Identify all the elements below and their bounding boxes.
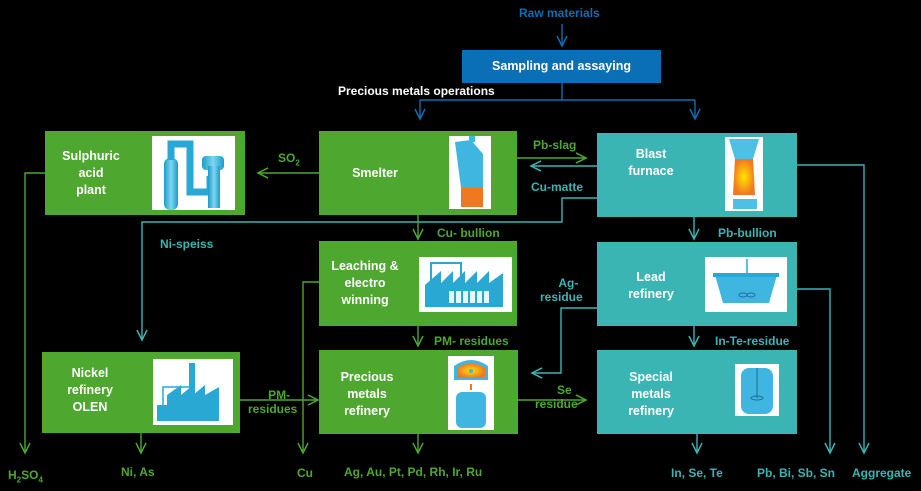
flow-label-cu-matte: Cu-matte xyxy=(531,180,584,194)
node-sulphuric-acid-plant[interactable]: Sulphuric acid plant xyxy=(45,131,245,215)
label-line: plant xyxy=(76,183,106,197)
label-line: Blast xyxy=(635,147,667,161)
factory-icon xyxy=(419,257,512,312)
flow-label-cu-bullion: Cu- bullion xyxy=(437,226,500,240)
label-line: refinery xyxy=(67,383,113,397)
label-line: winning xyxy=(341,293,389,307)
output-in-se-te: In, Se, Te xyxy=(671,466,723,480)
output-ni-as: Ni, As xyxy=(121,465,155,479)
flow-label-pm-residues-nickel: PM- residues xyxy=(248,388,298,416)
label-line: Nickel xyxy=(71,366,109,380)
arrow-ni-speiss xyxy=(142,197,597,340)
node-leaching-electrowinning[interactable]: Leaching & electro winning xyxy=(319,241,517,326)
node-special-metals-refinery[interactable]: Special metals refinery xyxy=(597,350,797,434)
label-line: Sulphuric xyxy=(62,149,120,163)
label-line: electro xyxy=(344,276,386,290)
label-line: acid xyxy=(78,166,104,180)
flow-label-so2: SO2 xyxy=(278,151,300,168)
output-aggregate: Aggregate xyxy=(852,466,912,480)
label-line: Lead xyxy=(636,270,666,284)
label-line: Precious xyxy=(340,370,394,384)
arrow-aggregate xyxy=(797,164,864,453)
absorption-tower-icon xyxy=(152,136,235,210)
label-line: metals xyxy=(631,387,671,401)
reactor-vessel-icon xyxy=(735,364,779,416)
kettle-icon xyxy=(705,257,787,312)
flow-label-ag-residue: Ag- residue xyxy=(540,276,583,304)
flow-label-in-te-residue: In-Te-residue xyxy=(715,334,790,348)
label-line: furnace xyxy=(628,164,674,178)
arrow-ag-residue xyxy=(532,307,597,373)
output-h2so4: H2SO4 xyxy=(8,468,43,485)
furnace-reactor-icon xyxy=(448,356,494,430)
label-line: Leaching & xyxy=(331,259,399,273)
flow-label-se-residue: Se residue xyxy=(535,383,578,411)
output-precious-metals: Ag, Au, Pt, Pd, Rh, Ir, Ru xyxy=(344,465,483,479)
node-nickel-refinery[interactable]: Nickel refinery OLEN xyxy=(42,352,240,433)
output-pb-bi-sb-sn: Pb, Bi, Sb, Sn xyxy=(757,466,836,480)
node-lead-refinery[interactable]: Lead refinery xyxy=(597,242,797,326)
node-smelter[interactable]: Smelter xyxy=(319,131,517,215)
blast-furnace-icon xyxy=(725,137,763,211)
label-line: refinery xyxy=(628,287,674,301)
smelter-furnace-icon xyxy=(449,136,491,209)
label-line: Smelter xyxy=(352,166,398,180)
output-cu: Cu xyxy=(297,466,313,480)
label-line: refinery xyxy=(344,404,390,418)
arrow-cu xyxy=(303,281,319,453)
label-line: OLEN xyxy=(72,400,108,414)
arrow-h2so4 xyxy=(25,172,45,453)
section-label: Precious metals operations xyxy=(338,84,495,98)
flow-label-pm-residues: PM- residues xyxy=(434,334,509,348)
label-line: refinery xyxy=(628,404,674,418)
factory-chimney-icon xyxy=(153,359,233,425)
arrow-pb-bi-sb-sn xyxy=(797,288,830,453)
label-line: metals xyxy=(347,387,387,401)
flow-label-ni-speiss: Ni-speiss xyxy=(160,237,214,251)
label-line: Special xyxy=(629,370,673,384)
flow-label-pb-bullion: Pb-bullion xyxy=(718,226,777,240)
sampling-and-assaying-box[interactable]: Sampling and assaying xyxy=(462,50,661,83)
raw-materials-label: Raw materials xyxy=(519,6,600,20)
node-precious-metals-refinery[interactable]: Precious metals refinery xyxy=(319,350,518,434)
flow-label-pb-slag: Pb-slag xyxy=(533,138,577,152)
node-blast-furnace[interactable]: Blast furnace xyxy=(597,133,797,217)
sampling-label: Sampling and assaying xyxy=(492,59,631,73)
